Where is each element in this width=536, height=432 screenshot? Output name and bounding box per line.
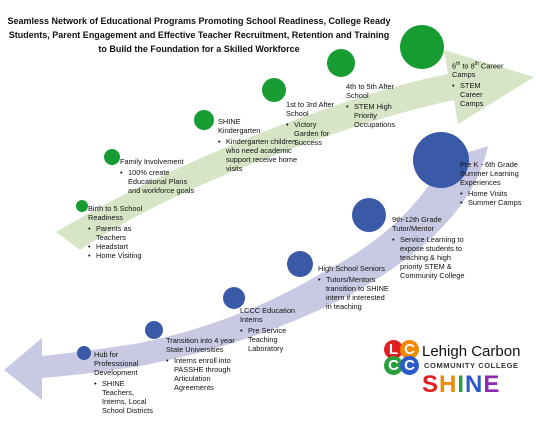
page-title: Seamless Network of Educational Programs… <box>7 16 391 54</box>
lower-node-circle-6 <box>77 346 91 360</box>
node-bullet: Summer Camps <box>460 198 534 207</box>
node-bullet: SHINE Teachers, Interns, Local School Di… <box>94 379 158 415</box>
node-bullet: Home Visiting <box>88 251 148 260</box>
node-bullet: Interns enroll into PASSHE through Artic… <box>166 356 238 392</box>
logo-letter-circle: C <box>384 356 403 375</box>
lower-node-circle-5 <box>145 321 163 339</box>
node-bullet: Victory Garden for Success <box>286 120 336 147</box>
node-4th-to-5th: 4th to 5th After School STEM High Priori… <box>346 82 400 129</box>
node-family-involvement: Family Involvement 100% create Education… <box>120 157 200 195</box>
college-subtitle: COMMUNITY COLLEGE <box>424 361 519 370</box>
node-bullet: Home Visits <box>460 189 534 198</box>
node-6th-to-8th: 6th to 8th Career Camps STEM Career Camp… <box>452 60 512 108</box>
upper-node-circle-3 <box>194 110 214 130</box>
node-birth-to-5: Birth to 5 School Readiness Parents as T… <box>88 204 148 260</box>
lower-node-circle-4 <box>223 287 245 309</box>
upper-node-circle-2 <box>104 149 120 165</box>
node-label: Hub for Professsional Development <box>94 350 139 377</box>
upper-node-circle-6 <box>400 25 444 69</box>
node-label: 1st to 3rd After School <box>286 100 335 118</box>
lower-node-circle-3 <box>287 251 313 277</box>
shine-wordmark: SHINE <box>422 371 501 398</box>
node-label: Transition into 4 year State Universitie… <box>166 336 235 354</box>
node-bullet: Tutors/Mentors transition to SHINE inter… <box>318 275 392 311</box>
node-label: 4th to 5th After School <box>346 82 395 100</box>
node-label: SHINE Kindergarten <box>218 117 261 135</box>
node-label: 9th-12th Grade Tutor/Mentor <box>392 215 442 233</box>
upper-node-circle-1 <box>76 200 88 212</box>
node-lccc-interns: LCCC Education Interns Pre Service Teach… <box>240 306 300 353</box>
lower-node-circle-2 <box>352 198 386 232</box>
node-label: High School Seniors <box>318 264 385 273</box>
node-state-universities: Transition into 4 year State Universitie… <box>166 336 238 392</box>
college-name: Lehigh Carbon <box>422 343 521 360</box>
node-bullet: 100% create Educational Plans and workfo… <box>120 168 200 195</box>
node-bullet: Headstart <box>88 242 148 251</box>
upper-node-circle-4 <box>262 78 286 102</box>
node-professional-development: Hub for Professsional Development SHINE … <box>94 350 158 415</box>
node-prek-6th: Pre K - 6th Grade Summer Learning Experi… <box>460 160 534 207</box>
node-label: LCCC Education Interns <box>240 306 296 324</box>
node-9th-12th: 9th-12th Grade Tutor/Mentor Service Lear… <box>392 215 470 280</box>
node-bullet: Parents as Teachers <box>88 224 148 242</box>
lccc-shine-logo: L C C C Lehigh Carbon COMMUNITY COLLEGE … <box>384 336 534 426</box>
logo-letter-circle: L <box>384 340 403 359</box>
node-1st-to-3rd: 1st to 3rd After School Victory Garden f… <box>286 100 336 147</box>
upper-green-arrow <box>56 50 534 250</box>
node-label: Family Involvement <box>120 157 184 166</box>
logo-letter-circle: C <box>400 356 419 375</box>
node-bullet: Pre Service Teaching Laboratory <box>240 326 300 353</box>
node-label: 6th to 8th Career Camps <box>452 61 504 80</box>
upper-node-circle-5 <box>327 49 355 77</box>
node-shine-kindergarten: SHINE Kindergarten Kindergarten children… <box>218 117 300 173</box>
logo-letter-circle: C <box>400 340 419 359</box>
node-label: Pre K - 6th Grade Summer Learning Experi… <box>460 160 519 187</box>
lower-node-circle-1 <box>413 132 469 188</box>
node-high-school-seniors: High School Seniors Tutors/Mentors trans… <box>318 264 392 311</box>
node-label: Birth to 5 School Readiness <box>88 204 143 222</box>
node-bullet: STEM High Priority Occupations <box>346 102 400 129</box>
node-bullet: Service Learning to expose students to t… <box>392 235 470 280</box>
node-bullet: Kindergarten children who need academic … <box>218 137 300 173</box>
node-bullet: STEM Career Camps <box>452 81 496 108</box>
